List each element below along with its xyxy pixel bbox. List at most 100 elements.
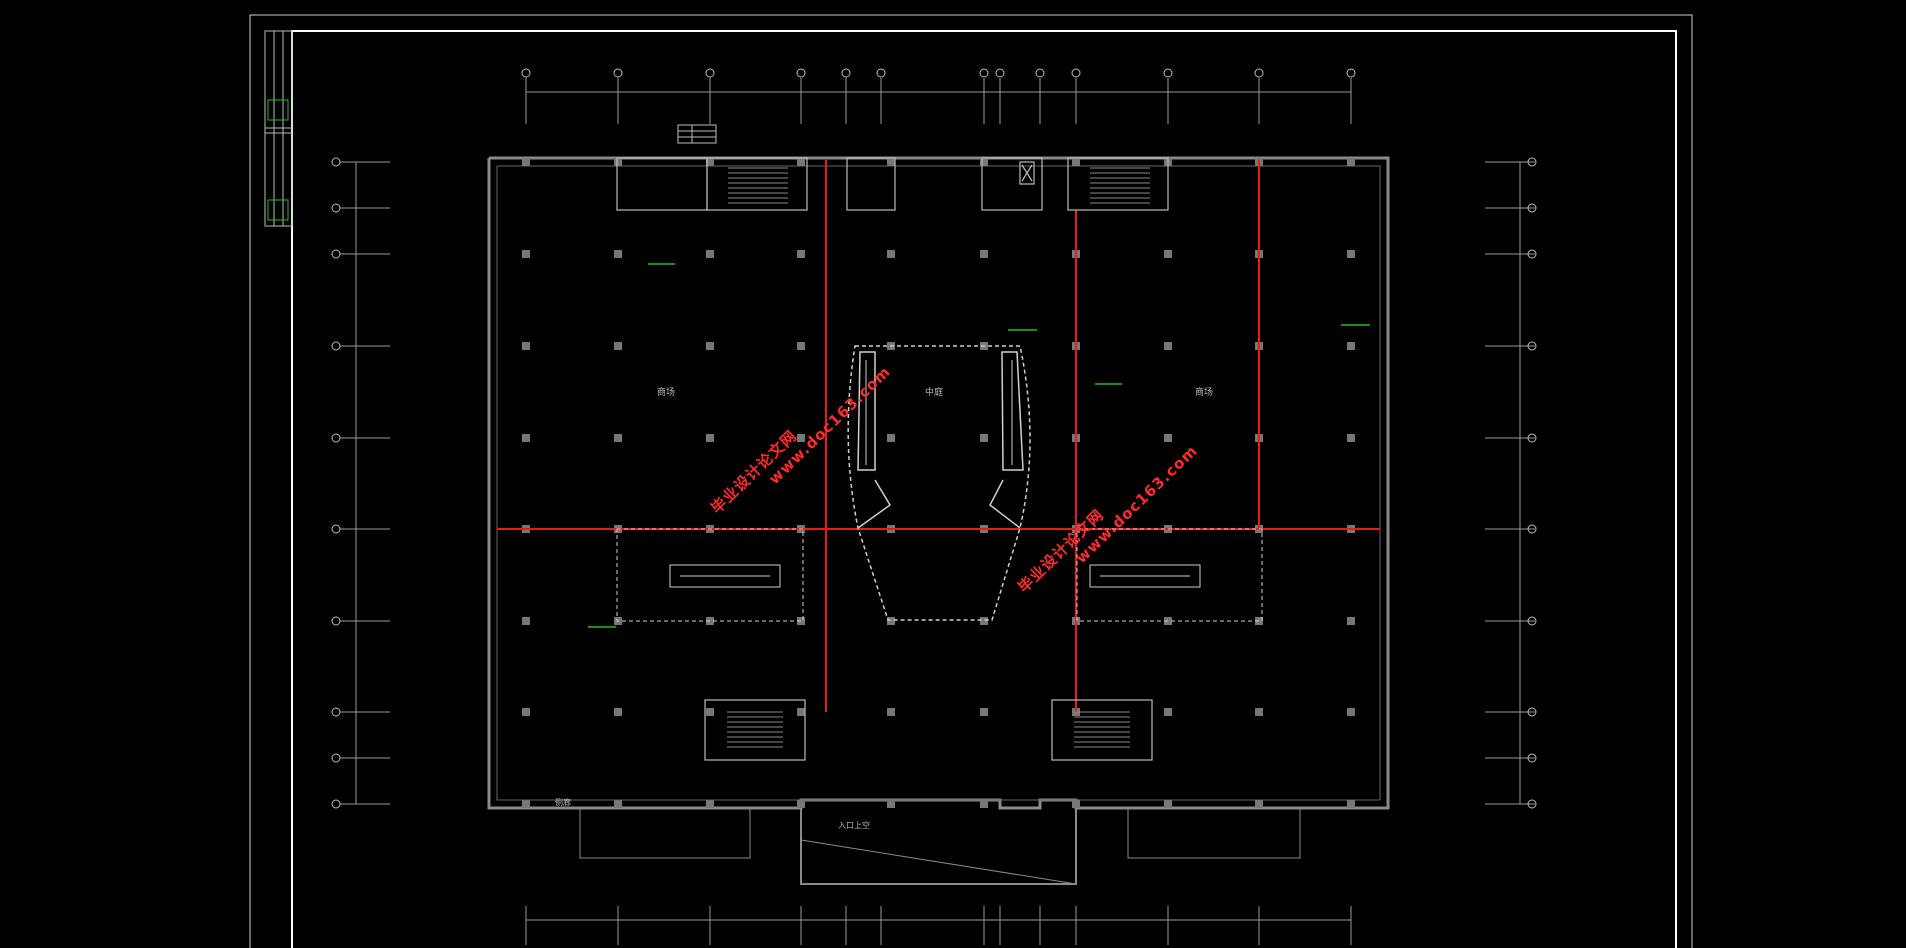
grid-bubble-top: [705, 68, 715, 78]
grid-bubble-top: [876, 68, 886, 78]
grid-bubble-left: [331, 203, 341, 213]
column: [706, 708, 714, 716]
column: [1255, 708, 1263, 716]
grid-bubble-left: [331, 799, 341, 809]
column: [980, 158, 988, 166]
column: [797, 342, 805, 350]
column: [522, 250, 530, 258]
column: [980, 434, 988, 442]
grid-bubble-left: [331, 524, 341, 534]
title-block: [264, 30, 293, 227]
column: [797, 250, 805, 258]
grid-bubble-top: [1163, 68, 1173, 78]
column: [706, 250, 714, 258]
column: [522, 800, 530, 808]
grid-bubble-right: [1527, 616, 1537, 626]
grid-bubble-top: [521, 68, 531, 78]
column: [1164, 342, 1172, 350]
legend-box: [677, 124, 717, 144]
column: [706, 342, 714, 350]
column: [1347, 434, 1355, 442]
stair-treads: [727, 167, 1150, 748]
column: [614, 708, 622, 716]
grid-bubble-top: [613, 68, 623, 78]
column: [797, 434, 805, 442]
column: [1164, 434, 1172, 442]
inner-frame: [291, 30, 1677, 948]
grid-bubble-left: [331, 157, 341, 167]
column: [706, 434, 714, 442]
column: [1347, 800, 1355, 808]
column: [887, 708, 895, 716]
column: [1164, 800, 1172, 808]
column: [522, 158, 530, 166]
grid-bubble-top: [1254, 68, 1264, 78]
grid-bubble-right: [1527, 799, 1537, 809]
grid-bubble-right: [1527, 433, 1537, 443]
column: [706, 800, 714, 808]
grid-bubble-top: [995, 68, 1005, 78]
grid-bubble-top: [841, 68, 851, 78]
grid-bubble-left: [331, 707, 341, 717]
column: [887, 250, 895, 258]
dimension-lines: [340, 78, 1535, 945]
grid-bubble-top: [1035, 68, 1045, 78]
column: [887, 158, 895, 166]
column: [614, 250, 622, 258]
column: [1347, 617, 1355, 625]
column: [522, 708, 530, 716]
grid-bubble-right: [1527, 341, 1537, 351]
fire-partition-lines: [497, 160, 1380, 712]
grid-bubble-right: [1527, 157, 1537, 167]
column: [887, 434, 895, 442]
column: [1255, 800, 1263, 808]
grid-bubble-right: [1527, 524, 1537, 534]
structural-columns: [522, 158, 1355, 808]
grid-bubble-top: [796, 68, 806, 78]
label-corridor: 侧廊: [555, 797, 571, 807]
column: [980, 708, 988, 716]
column: [1164, 250, 1172, 258]
grid-bubble-left: [331, 341, 341, 351]
column: [1072, 800, 1080, 808]
column: [797, 800, 805, 808]
column: [522, 342, 530, 350]
column: [797, 158, 805, 166]
column: [1072, 158, 1080, 166]
grid-bubble-left: [331, 433, 341, 443]
atrium-void: [847, 345, 1031, 621]
column: [614, 158, 622, 166]
column: [614, 434, 622, 442]
grid-bubble-right: [1527, 753, 1537, 763]
grid-bubble-left: [331, 753, 341, 763]
column: [1347, 342, 1355, 350]
column: [614, 800, 622, 808]
escalator-voids: [616, 528, 1263, 622]
grid-bubbles: [331, 68, 1537, 809]
column: [522, 434, 530, 442]
column: [887, 617, 895, 625]
grid-bubble-left: [331, 616, 341, 626]
grid-bubble-right: [1527, 203, 1537, 213]
label-shop-right: 商场: [1195, 386, 1213, 398]
column: [1347, 250, 1355, 258]
column: [1347, 708, 1355, 716]
column: [887, 800, 895, 808]
grid-bubble-top: [1346, 68, 1356, 78]
core-rooms: [616, 157, 1169, 761]
column: [980, 250, 988, 258]
column: [797, 708, 805, 716]
grid-bubble-left: [331, 249, 341, 259]
label-atrium: 中庭: [925, 386, 943, 398]
grid-bubble-right: [1527, 249, 1537, 259]
column: [980, 800, 988, 808]
column: [980, 617, 988, 625]
column: [706, 158, 714, 166]
building-walls: [487, 156, 1390, 885]
label-entrance: 入口上空: [838, 820, 870, 830]
green-marks: [588, 263, 1370, 628]
column: [1164, 708, 1172, 716]
outer-frame: [249, 14, 1693, 948]
column: [1347, 158, 1355, 166]
column: [614, 342, 622, 350]
